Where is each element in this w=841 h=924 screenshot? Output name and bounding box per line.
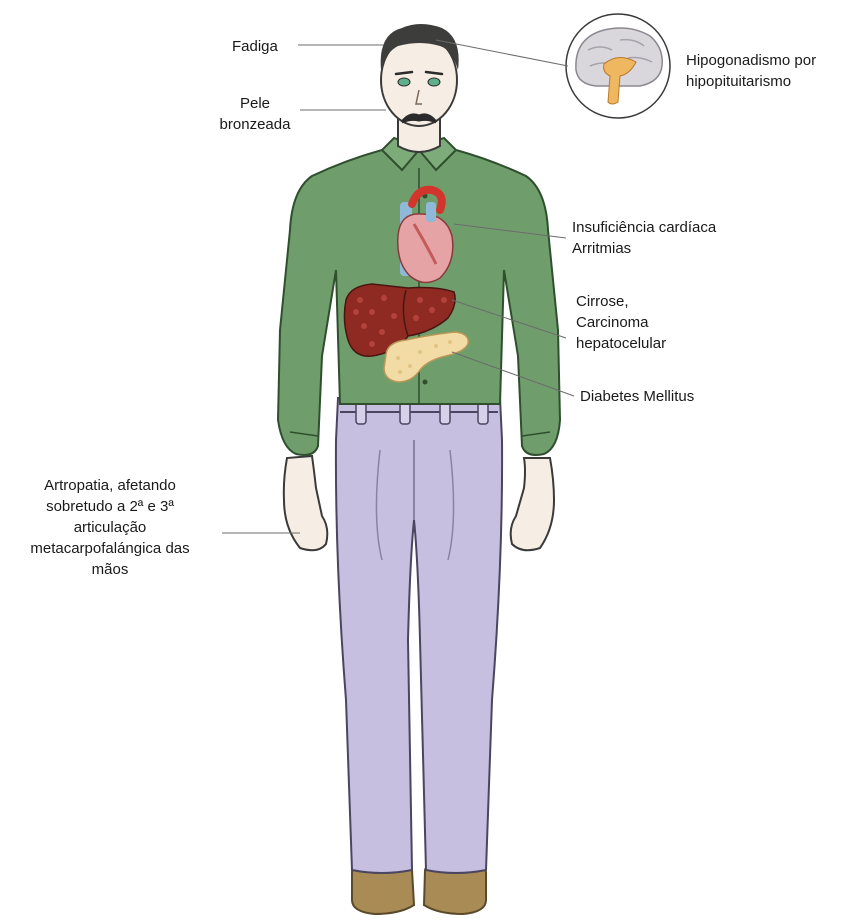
- label-arthropathy-line-2: sobretudo a 2ª e 3ª: [10, 496, 210, 517]
- head: [381, 24, 459, 152]
- label-liver-line-2: Carcinoma: [576, 312, 666, 333]
- label-arthropathy-line-5: mãos: [10, 559, 210, 580]
- label-liver-line-3: hepatocelular: [576, 333, 666, 354]
- label-skin: Pele bronzeada: [210, 93, 300, 135]
- human-figure: [278, 24, 560, 914]
- label-skin-line-1: Pele: [210, 93, 300, 114]
- label-heart-line-1: Insuficiência cardíaca: [572, 217, 716, 238]
- label-heart-line-2: Arritmias: [572, 238, 716, 259]
- label-liver: Cirrose, Carcinoma hepatocelular: [576, 291, 666, 354]
- label-hypogonadism-line-1: Hipogonadismo por: [686, 50, 816, 71]
- label-diabetes: Diabetes Mellitus: [580, 386, 694, 407]
- label-heart: Insuficiência cardíaca Arritmias: [572, 217, 716, 259]
- label-fatigue: Fadiga: [232, 36, 278, 57]
- brain-inset: [566, 14, 670, 118]
- label-arthropathy: Artropatia, afetando sobretudo a 2ª e 3ª…: [10, 475, 210, 580]
- label-arthropathy-line-1: Artropatia, afetando: [10, 475, 210, 496]
- label-arthropathy-line-4: metacarpofalángica das: [10, 538, 210, 559]
- label-skin-line-2: bronzeada: [210, 114, 300, 135]
- label-hypogonadism: Hipogonadismo por hipopituitarismo: [686, 50, 816, 92]
- label-arthropathy-line-3: articulação: [10, 517, 210, 538]
- label-hypogonadism-line-2: hipopituitarismo: [686, 71, 816, 92]
- label-liver-line-1: Cirrose,: [576, 291, 666, 312]
- trousers: [336, 398, 502, 873]
